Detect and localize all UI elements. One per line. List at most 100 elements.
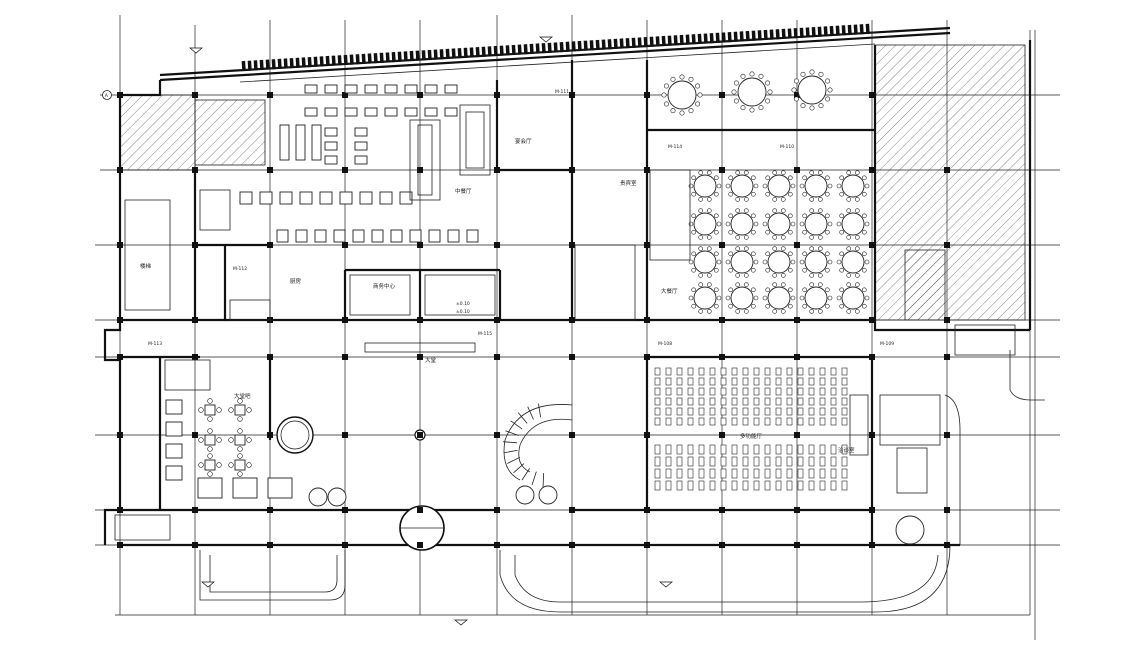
- auditorium-seat: [676, 480, 683, 491]
- banquet-chair: [862, 175, 867, 181]
- facade-mullion: [259, 59, 264, 71]
- structural-column: [869, 242, 875, 248]
- dining-table: [304, 84, 318, 94]
- auditorium-seat: [797, 387, 804, 396]
- banquet-chair: [781, 235, 786, 240]
- auditorium-seat: [720, 367, 727, 376]
- dining-table: [324, 141, 338, 151]
- banquet-chair: [751, 175, 756, 181]
- auditorium-seat: [764, 387, 771, 396]
- facade-mullion: [841, 25, 846, 36]
- banquet-table: [767, 174, 791, 198]
- banquet-chair: [728, 287, 733, 293]
- banquet-chair: [827, 295, 833, 301]
- meeting-chair: [765, 80, 771, 86]
- auditorium-seat: [654, 377, 661, 386]
- banquet-chair: [802, 191, 807, 197]
- meeting-chair: [758, 73, 764, 79]
- auditorium-seat: [676, 397, 683, 406]
- facade-mullion: [457, 48, 462, 59]
- banquet-chair: [862, 213, 867, 219]
- lounge-armchair: [165, 465, 183, 481]
- auditorium-seat: [742, 444, 749, 455]
- banquet-chair: [799, 259, 805, 265]
- dining-table: [276, 229, 289, 243]
- structural-column: [719, 507, 725, 513]
- structural-column: [794, 507, 800, 513]
- banquet-chair: [751, 287, 756, 293]
- structural-column: [192, 317, 198, 323]
- facade-mullion: [589, 40, 594, 51]
- meeting-chair: [793, 96, 799, 102]
- structural-column: [869, 432, 875, 438]
- structural-column: [569, 317, 575, 323]
- facade-mullion: [553, 42, 558, 53]
- room-label-meeting-hall: 多功能厅: [740, 432, 763, 440]
- facade-mullion: [721, 32, 726, 43]
- banquet-chair: [825, 175, 830, 181]
- auditorium-seat: [775, 367, 782, 376]
- auditorium-seat: [742, 456, 749, 467]
- banquet-chair: [825, 251, 830, 257]
- banquet-chair: [855, 282, 860, 287]
- structural-column: [267, 92, 273, 98]
- auditorium-seat: [775, 397, 782, 406]
- auditorium-seat: [841, 377, 848, 386]
- auditorium-seat: [687, 417, 694, 426]
- auditorium-seat: [819, 480, 826, 491]
- auditorium-seat: [742, 480, 749, 491]
- facade-mullion: [343, 54, 348, 66]
- lounge-chair: [246, 437, 252, 443]
- banquet-chair: [765, 175, 770, 181]
- lounge-chair: [198, 437, 204, 443]
- banquet-table: [804, 286, 828, 310]
- auditorium-seat: [742, 468, 749, 479]
- banquet-tables: [688, 170, 870, 314]
- dining-table: [344, 84, 358, 94]
- hatched-zones: [119, 44, 1026, 321]
- banquet-chair: [818, 273, 823, 278]
- lounge-chair: [198, 407, 204, 413]
- auditorium-seat: [764, 407, 771, 416]
- dining-table: [399, 191, 413, 205]
- dining-table: [279, 191, 293, 205]
- auditorium-seat: [841, 397, 848, 406]
- banquet-chair: [744, 235, 749, 240]
- meeting-chair: [733, 98, 739, 104]
- door-mark: M-109: [880, 341, 894, 347]
- lounge-chair: [237, 453, 243, 459]
- structural-column: [117, 432, 123, 438]
- banquet-chair: [802, 229, 807, 235]
- banquet-chair: [765, 251, 770, 257]
- structural-column: [494, 167, 500, 173]
- facade-mullion: [817, 26, 822, 37]
- banquet-chair: [707, 273, 712, 278]
- facade-mullion: [241, 60, 246, 72]
- facade-mullion: [469, 47, 474, 58]
- structural-column: [117, 354, 123, 360]
- banquet-chair: [836, 221, 842, 227]
- elevation-mark: ±0.10: [456, 309, 470, 315]
- meeting-chair: [688, 76, 694, 82]
- banquet-chair: [751, 303, 756, 309]
- auditorium-seat: [830, 480, 837, 491]
- banquet-chair: [707, 170, 712, 175]
- lounge-chair: [246, 407, 252, 413]
- auditorium-seat: [709, 397, 716, 406]
- facade-mullion: [733, 31, 738, 42]
- banquet-table: [841, 174, 865, 198]
- dining-table: [379, 191, 393, 205]
- facade-mullion: [751, 30, 756, 41]
- meeting-chair: [767, 89, 773, 95]
- banquet-chair: [751, 229, 756, 235]
- banquet-chair: [846, 246, 851, 251]
- banquet-chair: [765, 303, 770, 309]
- facade-mullion: [559, 42, 564, 53]
- banquet-chair: [809, 282, 814, 287]
- banquet-chair: [707, 208, 712, 213]
- auditorium-seat: [731, 468, 738, 479]
- lounge-chair: [246, 462, 252, 468]
- spiral-stair: [503, 403, 573, 487]
- auditorium-seat: [720, 377, 727, 386]
- banquet-chair: [751, 191, 756, 197]
